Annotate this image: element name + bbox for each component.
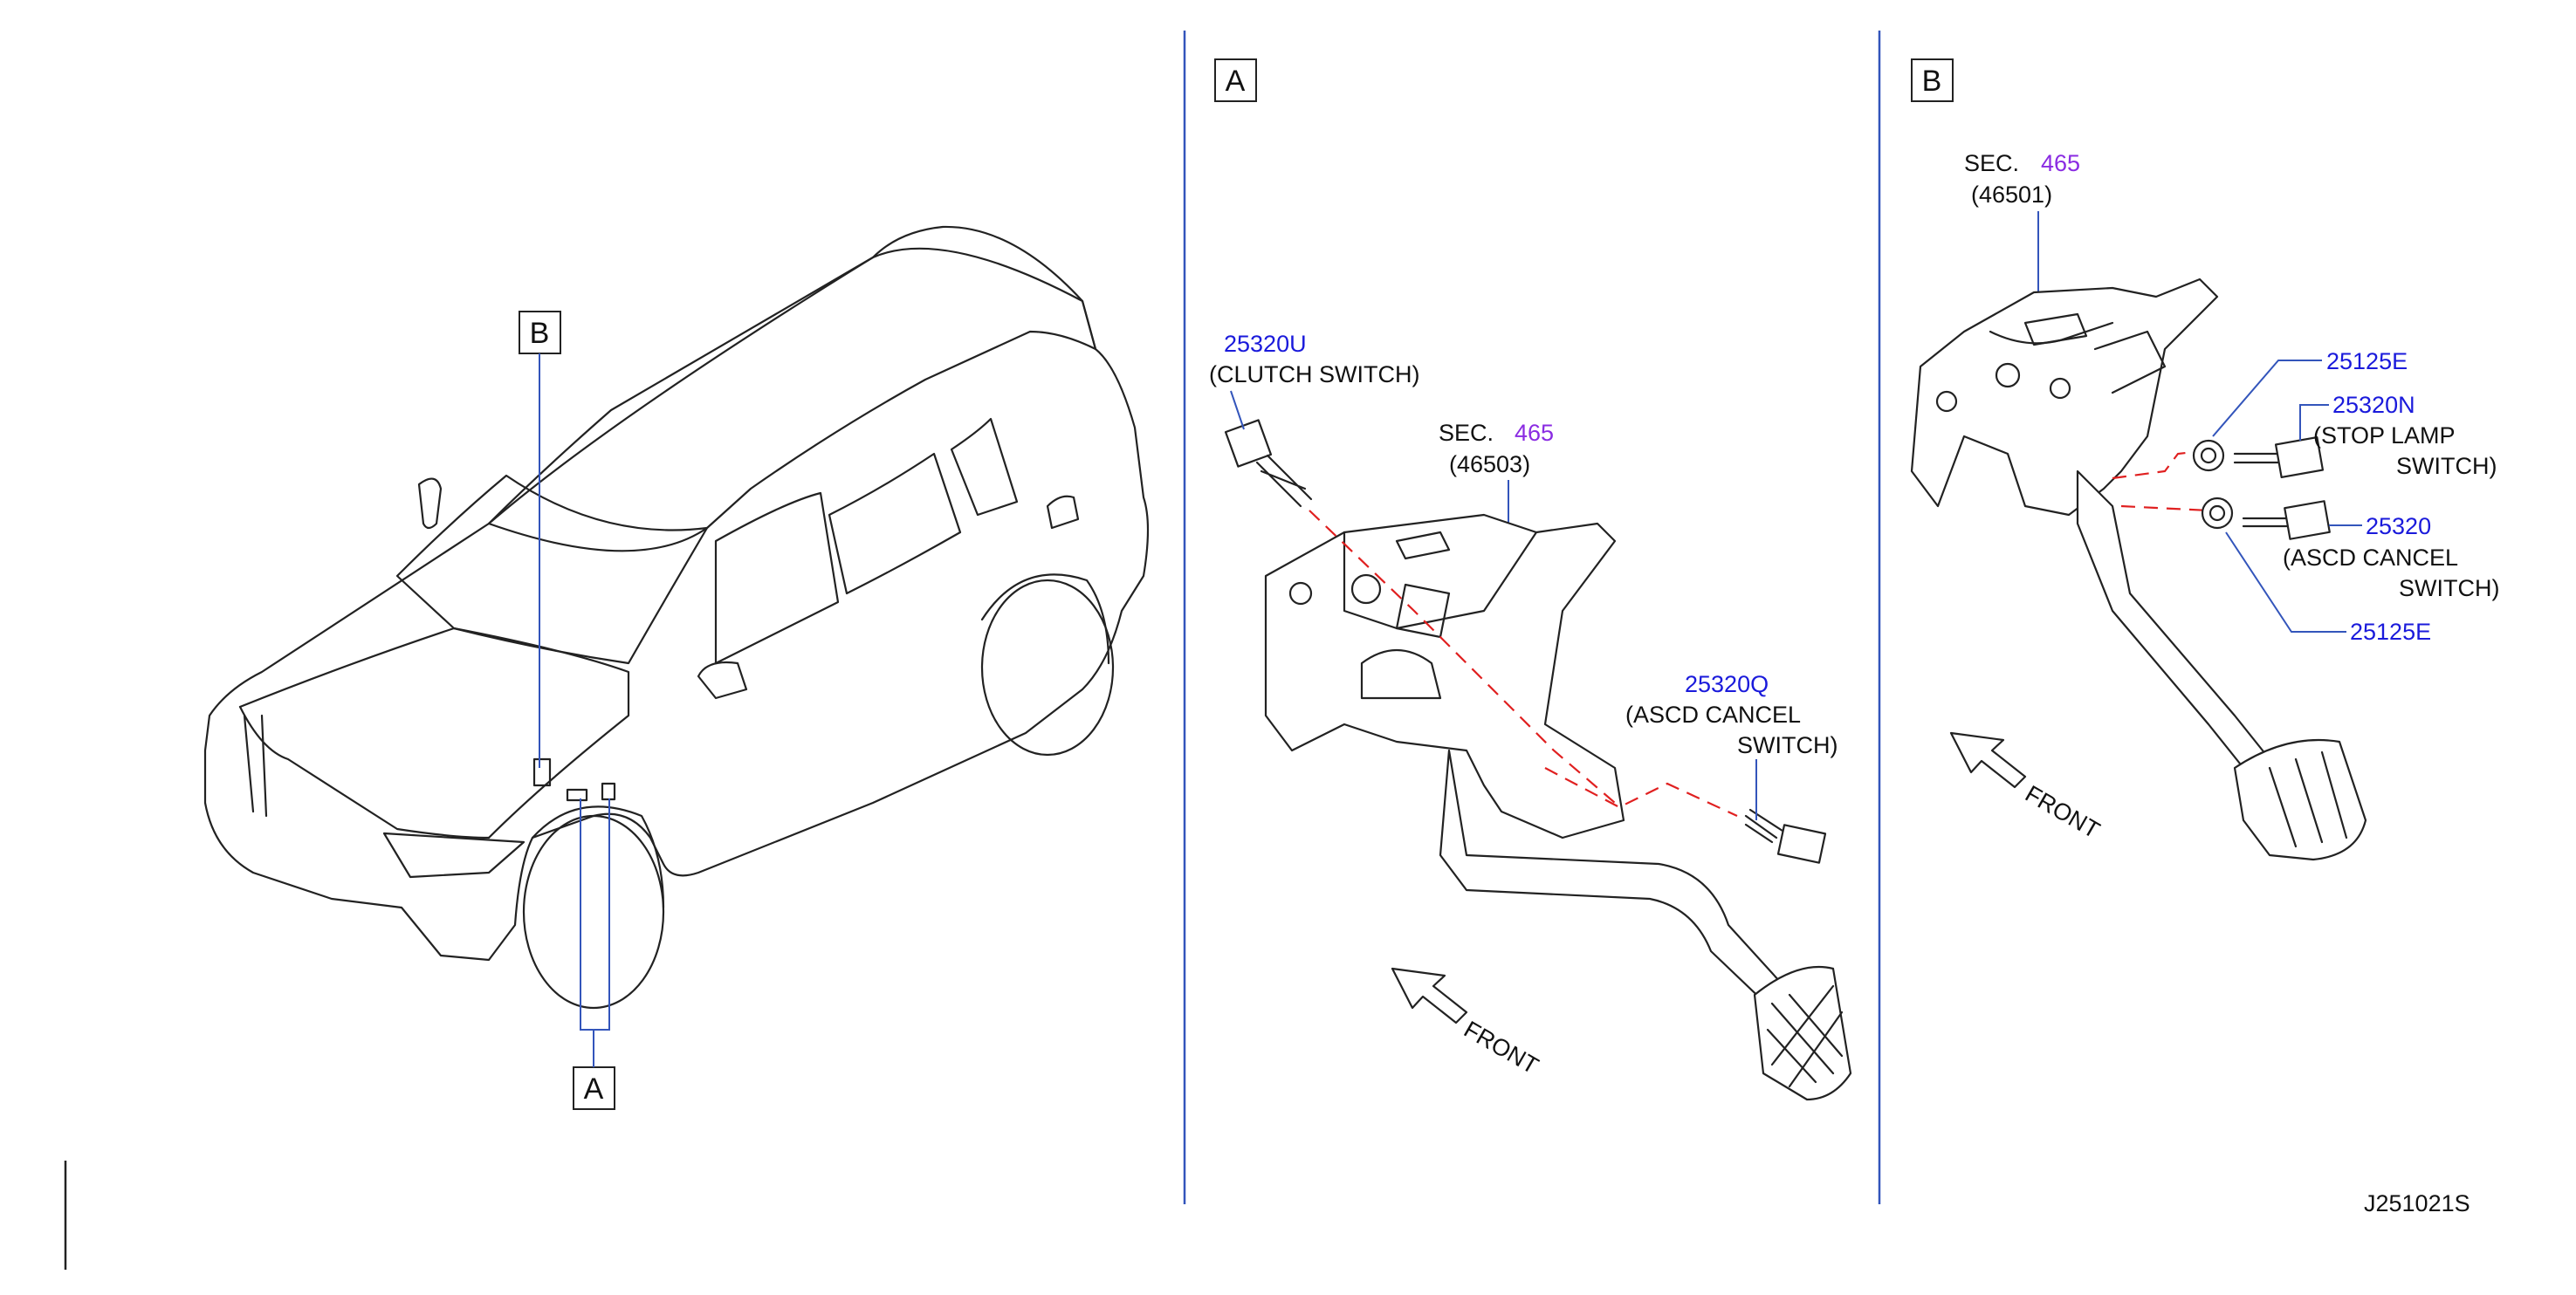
view-a-sec-label: SEC. — [1439, 420, 1494, 446]
callout-a-vehicle: A — [573, 798, 615, 1110]
clutch-pedal-drawing — [1264, 513, 1852, 1101]
view-b-sec-ref: (46501) — [1971, 182, 2052, 208]
view-b-front-arrow: FRONT — [1949, 731, 2105, 844]
view-a-sec-number: 465 — [1515, 420, 1554, 446]
clip-top-part-number: 25125E — [2326, 348, 2408, 374]
view-a-sec-ref: (46503) — [1449, 451, 1530, 477]
callout-b-vehicle: B — [519, 311, 561, 768]
ascd-cancel-switch-drawing — [1744, 808, 1827, 864]
view-a-front-label: FRONT — [1460, 1016, 1543, 1079]
clutch-switch-part-number: 25320U — [1224, 331, 1307, 357]
view-b-sec-label: SEC. — [1964, 150, 2019, 176]
view-a-tag: A — [1226, 65, 1246, 98]
stop-lamp-clip-drawing — [2192, 439, 2225, 472]
view-b-tag: B — [1922, 65, 1942, 98]
view-b: B SEC. 465 (46501) — [1910, 58, 2499, 861]
view-b-sec-number: 465 — [2041, 150, 2080, 176]
stop-lamp-name-line1: (STOP LAMP — [2313, 422, 2456, 449]
vehicle-illustration — [203, 225, 1150, 1010]
view-a-front-arrow: FRONT — [1391, 967, 1543, 1079]
stop-lamp-switch-drawing — [2233, 436, 2325, 478]
brake-pedal-drawing — [1910, 278, 2367, 861]
ascd-b-part-number: 25320 — [2366, 513, 2431, 539]
part-cluster-b-icon — [532, 757, 552, 787]
callout-a-label: A — [584, 1072, 604, 1106]
ascd-b-name-line2: SWITCH) — [2399, 575, 2499, 601]
ascd-switch-a-name-line2: SWITCH) — [1737, 732, 1838, 758]
stop-lamp-part-number: 25320N — [2332, 392, 2415, 418]
ascd-b-name-line1: (ASCD CANCEL — [2283, 545, 2458, 571]
clip-bottom-part-number: 25125E — [2350, 619, 2431, 645]
view-b-front-label: FRONT — [2021, 780, 2105, 843]
callout-b-label: B — [530, 317, 550, 350]
ascd-b-switch-drawing — [2242, 500, 2331, 540]
drawing-code: J251021S — [2364, 1190, 2470, 1216]
clutch-switch-name: (CLUTCH SWITCH) — [1209, 361, 1419, 387]
stop-lamp-name-line2: SWITCH) — [2396, 453, 2497, 479]
ascd-switch-a-name-line1: (ASCD CANCEL — [1625, 702, 1801, 728]
ascd-switch-a-part-number: 25320Q — [1685, 671, 1769, 697]
clutch-switch-drawing — [1224, 419, 1313, 508]
view-a: A 25320U (CLUTCH SWITCH) SEC. 465 (46503… — [1209, 58, 1852, 1101]
ascd-b-clip-drawing — [2201, 497, 2234, 530]
ascd-b-phantom-line — [2120, 504, 2209, 512]
clutch-switch-phantom-line — [1309, 510, 1616, 804]
